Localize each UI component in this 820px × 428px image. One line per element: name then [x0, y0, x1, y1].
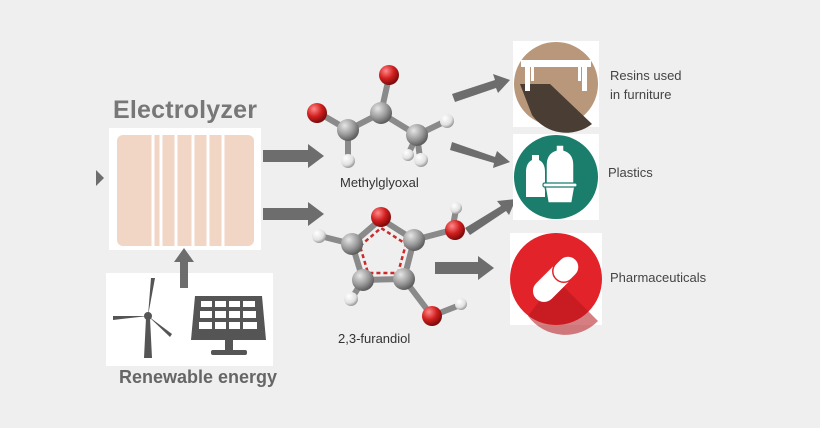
electrolyzer-to-furandiol-arrow — [263, 202, 324, 226]
electrolyzer-to-methylglyoxal-arrow — [263, 144, 324, 168]
resins-label: Resins used in furniture — [610, 66, 682, 104]
plastic-bottles-icon — [526, 144, 578, 204]
input-arrow — [96, 170, 104, 186]
furandiol-molecule — [312, 202, 467, 326]
pill-capsule-icon — [532, 255, 580, 303]
pharmaceuticals-label: Pharmaceuticals — [610, 270, 707, 285]
renewable-energy-title: Renewable energy — [119, 367, 278, 387]
table-icon — [521, 60, 591, 91]
plastics-product-tile — [513, 134, 599, 220]
furandiol-label: 2,3-furandiol — [338, 331, 411, 346]
resins-label-line2: in furniture — [610, 87, 672, 102]
furandiol-to-pharmaceuticals-arrow — [435, 256, 494, 280]
resins-product-tile — [513, 41, 599, 133]
plastics-label: Plastics — [608, 165, 653, 180]
furandiol-to-plastics-arrow — [465, 199, 516, 235]
electrolyzer-box — [109, 128, 261, 250]
methylglyoxal-to-plastics-arrow — [450, 142, 510, 168]
solar-panel-icon — [191, 296, 266, 355]
pharmaceuticals-product-tile — [510, 233, 602, 335]
wind-turbine-icon — [113, 278, 172, 358]
electrolyzer-body — [117, 135, 254, 246]
methylglyoxal-to-resins-arrow — [452, 74, 510, 102]
methylglyoxal-label: Methylglyoxal — [340, 175, 419, 190]
energy-to-electrolyzer-arrow — [174, 248, 194, 288]
electrolyzer-title: Electrolyzer — [113, 96, 258, 124]
resins-label-line1: Resins used — [610, 68, 682, 83]
methylglyoxal-molecule — [307, 65, 454, 168]
